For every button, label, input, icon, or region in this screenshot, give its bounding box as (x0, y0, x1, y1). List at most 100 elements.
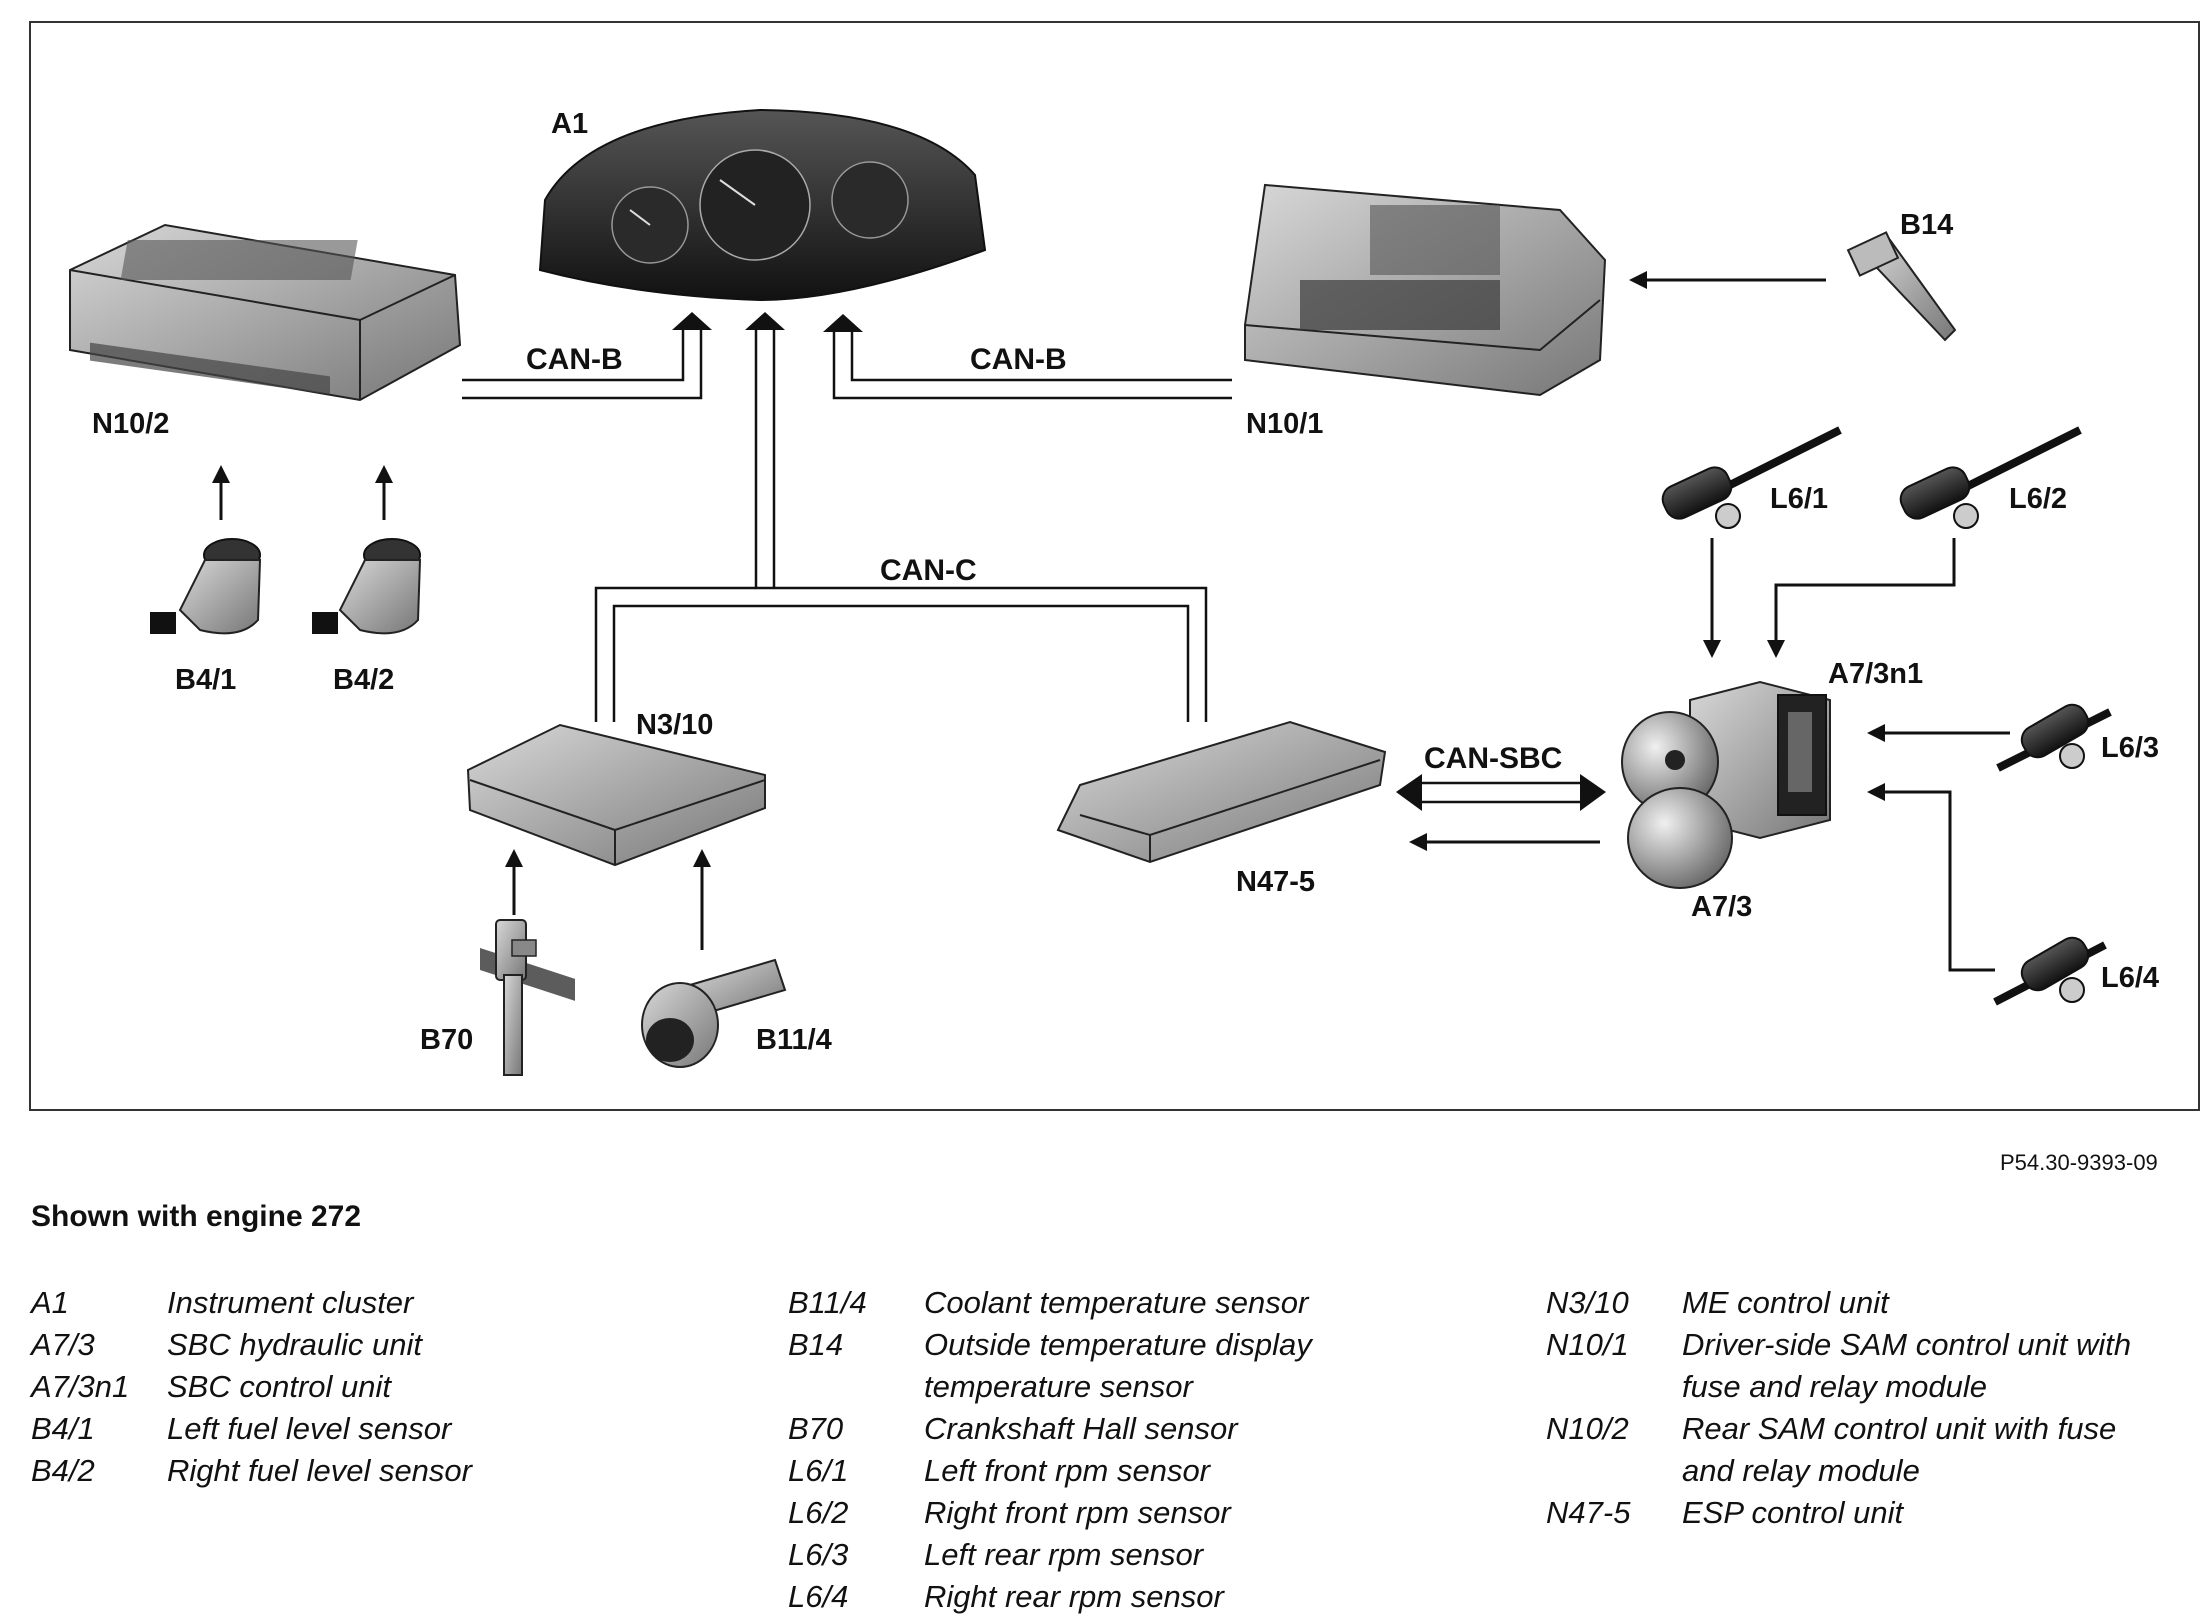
legend-code: L6/2 (788, 1495, 849, 1530)
driver-sam-n10-1 (1244, 183, 1607, 397)
legend-desc: ESP control unit (1682, 1495, 1904, 1530)
legend-code: A7/3 (31, 1327, 95, 1362)
sbc-hydraulic-unit-a7-3 (1621, 680, 1831, 889)
rear-sam-n10-2 (69, 223, 462, 402)
outside-temp-sensor-b14 (1846, 231, 1957, 342)
legend-item: L6/4 Right rear rpm sensor (788, 1576, 1312, 1618)
legend-item: B70 Crankshaft Hall sensor (788, 1408, 1312, 1450)
l6-4-arrow (1867, 783, 1995, 972)
legend-desc: Driver-side SAM control unit with (1682, 1327, 2132, 1362)
legend-column-1: A1 Instrument cluster A7/3 SBC hydraulic u… (31, 1282, 472, 1492)
legend-code: N3/10 (1546, 1285, 1629, 1320)
label-b70: B70 (420, 1024, 474, 1056)
can-b-right-line (832, 332, 1232, 400)
legend-item: L6/2 Right front rpm sensor (788, 1492, 1312, 1534)
legend-desc: Right fuel level sensor (167, 1453, 472, 1488)
legend-desc: and relay module (1682, 1453, 1920, 1488)
rpm-sensor-l6-2 (1899, 426, 2082, 529)
crankshaft-hall-sensor-b70 (495, 919, 537, 1076)
legend-desc: Outside temperature display (924, 1327, 1312, 1362)
instrument-cluster-a1 (538, 108, 987, 302)
legend-item: A7/3 SBC hydraulic unit (31, 1324, 472, 1366)
legend-item-continued: and relay module (1546, 1450, 2131, 1492)
label-l6-3: L6/3 (2101, 732, 2160, 764)
legend-code: L6/1 (788, 1453, 849, 1488)
label-n10-1: N10/1 (1246, 408, 1324, 440)
legend-code: A7/3n1 (31, 1369, 130, 1404)
label-l6-2: L6/2 (2009, 483, 2068, 515)
legend-item: L6/1 Left front rpm sensor (788, 1450, 1312, 1492)
can-c-line (594, 330, 1208, 722)
bus-label-can-sbc: CAN-SBC (1424, 742, 1563, 775)
legend-code: B4/2 (31, 1453, 95, 1488)
legend-desc: Rear SAM control unit with fuse (1682, 1411, 2117, 1446)
caption: Shown with engine 272 (31, 1200, 362, 1233)
fuel-level-sensor-b4-2 (312, 538, 422, 635)
legend-code: N10/1 (1546, 1327, 1629, 1362)
legend-code: L6/4 (788, 1579, 849, 1614)
legend-desc: Left front rpm sensor (924, 1453, 1211, 1488)
label-a7-3: A7/3 (1691, 891, 1753, 923)
can-b-left-arrowhead (672, 312, 712, 330)
legend-desc: ME control unit (1682, 1285, 1889, 1320)
legend-desc: SBC control unit (167, 1369, 391, 1404)
legend-code: B11/4 (788, 1285, 867, 1320)
legend-desc: Right front rpm sensor (924, 1495, 1231, 1530)
legend-item: B4/1 Left fuel level sensor (31, 1408, 472, 1450)
legend-code: B70 (788, 1411, 844, 1446)
legend-item: B11/4 Coolant temperature sensor (788, 1282, 1312, 1324)
legend-item: B4/2 Right fuel level sensor (31, 1450, 472, 1492)
can-sbc-arrow-right (1580, 774, 1606, 811)
legend-code: N47-5 (1546, 1495, 1631, 1530)
label-l6-4: L6/4 (2101, 962, 2160, 994)
rpm-sensor-l6-3 (1996, 703, 2112, 772)
diagram-frame (29, 21, 2200, 1111)
legend-desc: Crankshaft Hall sensor (924, 1411, 1238, 1446)
label-a1: A1 (551, 108, 589, 140)
label-n47-5: N47-5 (1236, 866, 1315, 898)
can-b-right-arrowhead (823, 314, 863, 332)
can-sbc-line (1420, 781, 1582, 804)
label-b11-4: B11/4 (756, 1024, 832, 1056)
legend-column-3: N3/10 ME control unit N10/1 Driver-side SA… (1546, 1282, 2131, 1534)
legend-item-continued: fuse and relay module (1546, 1366, 2131, 1408)
label-n10-2: N10/2 (92, 408, 170, 440)
label-b4-1: B4/1 (175, 664, 237, 696)
legend-code: N10/2 (1546, 1411, 1629, 1446)
can-sbc-arrow-left (1396, 774, 1422, 811)
legend-desc: Coolant temperature sensor (924, 1285, 1309, 1320)
figure-code: P54.30-9393-09 (2000, 1150, 2158, 1175)
legend-code: B14 (788, 1327, 844, 1362)
legend-item: B14 Outside temperature display (788, 1324, 1312, 1366)
legend-item: N10/1 Driver-side SAM control unit with (1546, 1324, 2131, 1366)
label-n3-10: N3/10 (636, 709, 714, 741)
legend-item: N3/10 ME control unit (1546, 1282, 2131, 1324)
legend-desc: temperature sensor (924, 1369, 1193, 1404)
legend-code: L6/3 (788, 1537, 849, 1572)
l6-2-arrow (1767, 538, 1956, 658)
bus-label-can-b-left: CAN-B (526, 343, 623, 376)
legend-item: N10/2 Rear SAM control unit with fuse (1546, 1408, 2131, 1450)
legend-item: N47-5 ESP control unit (1546, 1492, 2131, 1534)
coolant-temp-sensor-b11-4 (641, 958, 787, 1068)
legend-desc: Right rear rpm sensor (924, 1579, 1224, 1614)
legend-item: A7/3n1 SBC control unit (31, 1366, 472, 1408)
label-l6-1: L6/1 (1770, 483, 1829, 515)
esp-control-unit-n47-5 (1056, 720, 1387, 864)
legend-item: A1 Instrument cluster (31, 1282, 472, 1324)
fuel-level-sensor-b4-1 (150, 538, 262, 635)
label-b4-2: B4/2 (333, 664, 395, 696)
can-b-left-line (462, 330, 703, 400)
rpm-sensor-l6-4 (1993, 936, 2107, 1006)
legend-item: L6/3 Left rear rpm sensor (788, 1534, 1312, 1576)
legend-code: A1 (31, 1285, 69, 1320)
legend-item-continued: temperature sensor (788, 1366, 1312, 1408)
legend-desc: SBC hydraulic unit (167, 1327, 423, 1362)
bus-label-can-c: CAN-C (880, 554, 977, 587)
legend-desc: Left rear rpm sensor (924, 1537, 1204, 1572)
legend-code: B4/1 (31, 1411, 95, 1446)
legend-desc: Left fuel level sensor (167, 1411, 452, 1446)
rpm-sensor-l6-1 (1661, 426, 1842, 529)
legend-desc: Instrument cluster (167, 1285, 414, 1320)
